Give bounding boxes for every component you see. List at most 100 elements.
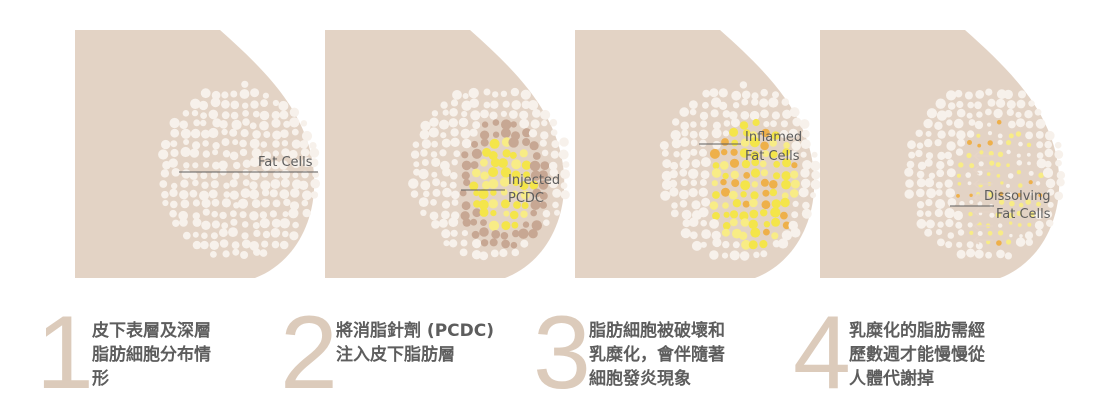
fat-cell [791,211,799,219]
fat-cell [242,118,250,126]
fat-cell [1016,170,1022,175]
fat-cell [955,148,964,156]
fat-cell [260,198,270,208]
fat-cell [272,130,282,140]
fat-cell [283,120,291,128]
fat-cell [468,87,479,99]
fat-cell [996,249,1005,259]
fat-cell [559,137,569,147]
fat-cell [289,117,300,128]
fat-cell [749,198,758,208]
fat-cell [762,150,770,158]
fat-cell [957,229,965,236]
fat-cell [300,148,310,157]
fat-cell [499,248,508,258]
fat-cell [699,139,707,147]
fat-cell [288,208,299,219]
fat-cell [955,221,963,229]
fat-cell [269,189,278,198]
fat-cell [974,101,982,110]
fat-cell [222,250,230,258]
fat-cell [460,239,468,247]
fat-cell [272,199,281,208]
fat-cell [781,98,790,106]
fat-cell [431,110,439,117]
fat-cell [743,129,751,137]
fat-cell [192,162,199,169]
fat-cell [449,239,458,248]
fat-cell [472,168,481,178]
fat-cell [760,250,768,258]
fat-cell [221,198,231,208]
fat-cell [1017,223,1022,227]
fat-cell [428,127,439,138]
fat-cell [723,120,731,127]
fat-cell [310,191,319,199]
fat-cell [549,161,558,171]
fat-cell [451,199,459,206]
fat-cell [558,149,569,160]
fat-cell [979,150,984,155]
fat-cell [180,146,191,158]
fat-cell [229,190,239,200]
fat-cell [661,170,672,181]
fat-cell [430,199,437,206]
fat-cell [729,111,738,120]
fat-cell [232,172,240,180]
fat-cell [421,139,432,149]
fat-cell [519,118,530,129]
fat-cell [712,212,720,220]
fat-cell [241,221,249,228]
fat-cell [492,131,500,138]
fat-cell [249,189,260,200]
fat-cell [279,110,289,120]
fat-cell [202,208,210,216]
fat-cell [529,160,541,172]
fat-cell [783,142,790,149]
fat-cell [283,198,291,207]
fat-cell [489,238,498,247]
fat-cell [742,200,750,208]
fat-cell [1018,183,1023,188]
fat-cell [233,161,241,170]
fat-cell [741,98,749,106]
fat-cell [763,121,770,128]
fat-cell [722,172,729,180]
fat-cell [450,172,458,180]
fat-cell [550,150,559,159]
fat-cell [1027,161,1031,166]
fat-cell [501,119,512,130]
fat-cell [279,240,289,250]
fat-cell [200,88,211,99]
fat-cell [312,170,320,178]
fat-cell [1044,140,1052,149]
fat-cell [1025,131,1033,140]
fat-cell [418,197,429,208]
fat-cell [509,110,518,119]
fat-cell [172,219,180,227]
fat-cell [1047,188,1055,196]
fat-cell [659,141,669,150]
fat-cell [916,201,925,209]
fat-cell [440,181,447,188]
fat-cell [201,198,211,208]
fat-cell [170,148,179,158]
fat-cell [679,158,690,170]
fat-cell [1034,220,1044,230]
fat-cell [253,229,261,237]
fat-cell [662,159,672,169]
fat-cell [741,239,751,250]
fat-cell [170,140,178,148]
fat-cell [219,211,227,220]
fat-cell [230,210,237,218]
fat-cell [711,180,718,187]
fat-cell [1034,210,1044,220]
fat-cell [291,139,301,149]
fat-cell [1030,192,1034,196]
fat-cell [511,100,521,110]
fat-cell [292,172,299,179]
fat-cell [549,118,558,127]
fat-cell [1019,234,1023,238]
fat-cell [953,118,964,129]
